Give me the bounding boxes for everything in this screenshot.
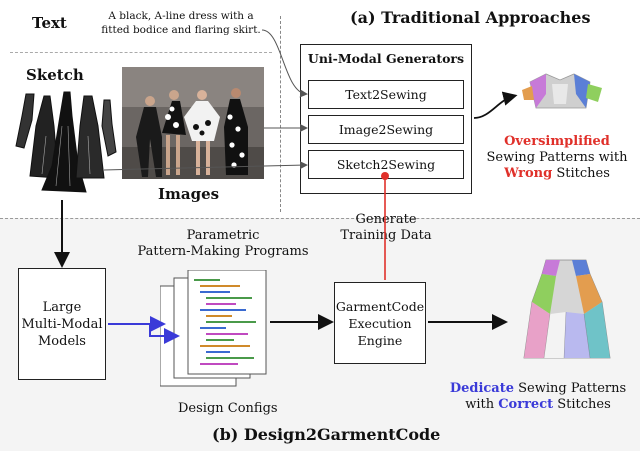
section-title-design2garmentcode: (b) Design2GarmentCode [212, 425, 441, 444]
correct-garment-illustration [523, 259, 611, 359]
divider-horizontal [0, 218, 640, 219]
engine-line: Engine [357, 332, 403, 348]
correct-word: Correct [498, 397, 554, 412]
oversimplified-pattern-illustration [522, 73, 602, 109]
arrow-sketch-to-sketch2sewing [103, 161, 308, 171]
parametric-programs-label: Parametric Pattern-Making Programs [118, 228, 328, 260]
text-prompt-line: fitted bodice and flaring skirt. [101, 24, 261, 36]
arrow-generators-to-result [473, 91, 518, 119]
engine-label: GarmentCode Execution Engine [336, 298, 424, 349]
traditional-result-caption: Oversimplified Sewing Patterns with Wron… [478, 134, 636, 182]
generate-training-data-label: Generate Training Data [318, 212, 454, 244]
result-caption-rest: Stitches [552, 166, 610, 181]
garmentcode-engine-box: GarmentCode Execution Engine [334, 282, 426, 364]
llm-line: Models [38, 333, 86, 349]
generate-line: Training Data [340, 228, 432, 243]
text-prompt-line: A black, A-line dress with a [108, 10, 254, 22]
result-caption-line: Dedicate Sewing Patterns [440, 381, 636, 397]
sketch-input-label: Sketch [26, 66, 84, 84]
design2garmentcode-result-caption: Dedicate Sewing Patterns with Correct St… [440, 381, 636, 413]
dedicate-word: Dedicate [449, 381, 514, 396]
sketch-illustration [15, 91, 117, 193]
design-configs-label: Design Configs [178, 401, 278, 416]
uni-modal-title: Uni-Modal Generators [307, 51, 465, 66]
llm-line: Multi-Modal [21, 316, 103, 332]
engine-line: GarmentCode [335, 298, 425, 314]
text-prompt: A black, A-line dress with a fitted bodi… [92, 9, 270, 37]
result-caption-line: with Correct Stitches [440, 397, 636, 413]
red-connector-dot [381, 172, 389, 180]
image2sewing-box: Image2Sewing [308, 115, 464, 144]
divider-vertical [280, 16, 281, 212]
divider-text-sketch [10, 52, 272, 53]
large-multimodal-models-box: Large Multi-Modal Models [18, 268, 106, 380]
result-caption-prefix: with [465, 397, 499, 412]
section-title-traditional: (a) Traditional Approaches [350, 8, 591, 27]
result-caption-rest: Stitches [553, 397, 611, 412]
llm-line: Large [42, 299, 82, 315]
result-caption-line: Sewing Patterns with [486, 150, 628, 165]
result-caption-line: Wrong Stitches [478, 166, 636, 182]
programs-line: Parametric [186, 228, 260, 243]
llm-label: Large Multi-Modal Models [22, 299, 103, 350]
oversimplified-word: Oversimplified [504, 134, 610, 149]
images-input-label: Images [158, 185, 220, 203]
generate-line: Generate [355, 212, 417, 227]
arrow-llm-to-configs-branch [149, 324, 180, 344]
result-caption-rest: Sewing Patterns [514, 381, 627, 396]
text-input-label: Text [32, 14, 67, 32]
arrow-text-to-text2sewing [261, 29, 308, 98]
programs-line: Pattern-Making Programs [137, 244, 309, 259]
runway-photo [122, 67, 264, 179]
wrong-word: Wrong [504, 166, 553, 181]
text2sewing-box: Text2Sewing [308, 80, 464, 109]
engine-line: Execution [348, 315, 412, 331]
